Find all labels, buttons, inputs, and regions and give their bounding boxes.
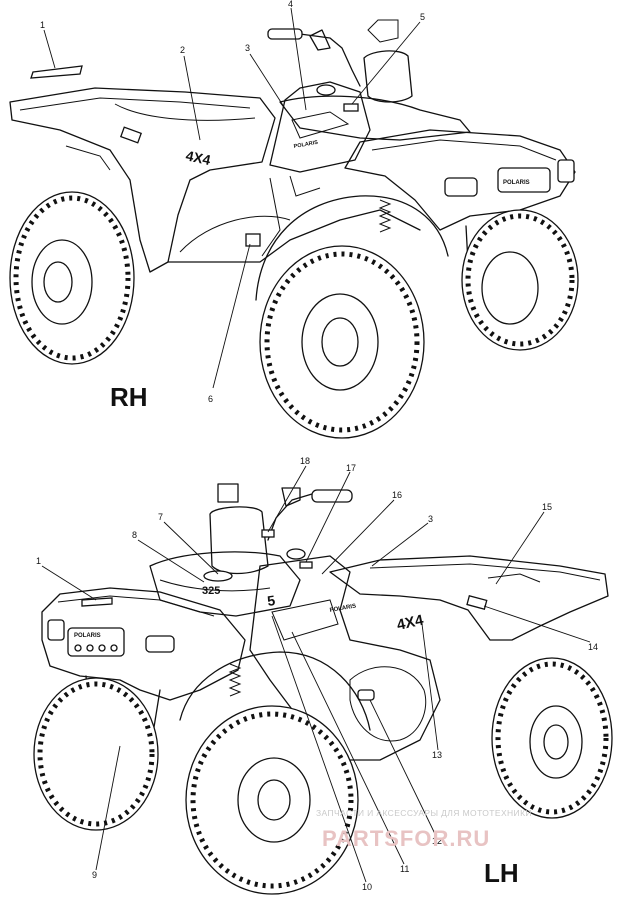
rh-decal-brand-front: POLARIS [503,180,530,186]
rh-callout-1: 1 [40,20,45,30]
lh-callout-9: 9 [92,870,97,880]
lh-callout-1: 1 [36,556,41,566]
lh-view-label: LH [484,858,519,888]
lh-callout-12: 12 [432,836,442,846]
lh-decal-1-shape [81,597,113,607]
lh-callout-11: 11 [400,864,409,874]
lh-decal-4x4: 4X4 [395,612,425,634]
atv-left-side-drawing [33,483,613,895]
rh-callout-6: 6 [208,394,213,404]
rh-decal-5-shape [343,103,359,112]
rh-decals: 4X4 POLARIS POLARIS [30,65,530,247]
lh-callout-17: 17 [346,463,356,473]
watermark: ЗАПЧАСТИ И АКСЕССУАРЫ ДЛЯ МОТОТЕХНИКИ PA… [316,808,532,851]
lh-decal-5: 5 [266,592,276,609]
lh-callout-15: 15 [542,502,552,512]
lh-callouts: 1 3 7 8 9 10 11 12 13 14 15 16 17 18 [36,456,598,892]
lh-decals: POLARIS 325 5 POLARIS 4X4 [74,529,488,701]
lh-callout-18: 18 [300,456,310,466]
rh-decal-4x4: 4X4 [184,147,212,168]
lh-callout-14: 14 [588,642,598,652]
lh-decal-12-shape [357,689,375,701]
lh-callout-8: 8 [132,530,137,540]
rh-callout-2: 2 [180,45,185,55]
rh-decal-6-shape [245,233,261,247]
lh-decal-brand-side: POLARIS [329,603,356,614]
rh-view-label: RH [110,382,148,412]
atv-right-side-drawing [9,19,579,439]
lh-callout-leaders [41,465,591,883]
watermark-site: PARTSFOR.RU [322,826,490,851]
rh-decal-1-shape [30,65,83,79]
rh-decal-brand: POLARIS [293,140,318,150]
rh-decal-rear-fender [119,126,143,144]
lh-decal-325: 325 [202,585,220,597]
lh-decal-7-shape [203,570,233,582]
lh-callout-3: 3 [428,514,433,524]
lh-callout-7: 7 [158,512,163,522]
rh-callout-5: 5 [420,12,425,22]
lh-callout-16: 16 [392,490,402,500]
lh-callout-13: 13 [432,750,442,760]
rh-callout-3: 3 [245,43,250,53]
lh-decal-17-shape [299,561,313,569]
lh-decal-brand-front: POLARIS [74,633,101,639]
lh-decal-14-shape [466,595,488,610]
watermark-tagline: ЗАПЧАСТИ И АКСЕССУАРЫ ДЛЯ МОТОТЕХНИКИ [316,808,532,818]
rh-callouts: 1 2 3 4 5 6 [40,0,425,404]
lh-callout-10: 10 [362,882,372,892]
rh-callout-leaders [43,7,421,389]
rh-callout-4: 4 [288,0,293,9]
lh-decal-18-shape [261,529,275,538]
